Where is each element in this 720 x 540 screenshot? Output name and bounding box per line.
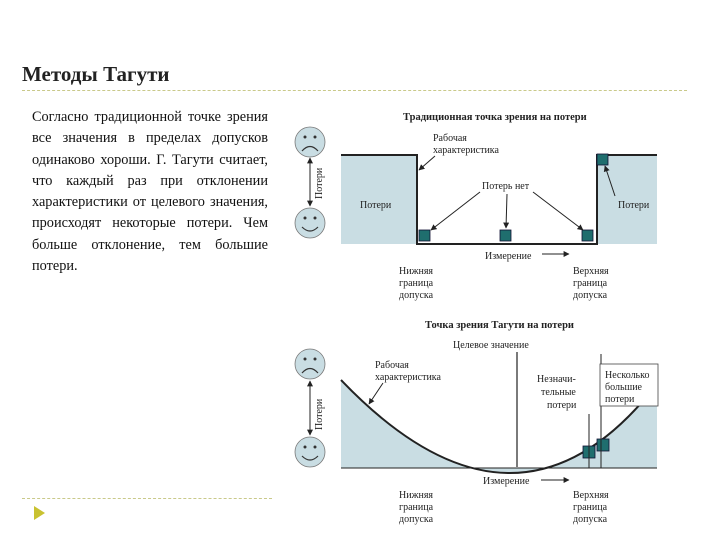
lower-limit-1: Нижняя (399, 490, 433, 501)
no-loss-label: Потерь нет (482, 181, 530, 192)
larger-loss-3: потери (605, 394, 635, 405)
bullet-triangle-icon (34, 506, 45, 520)
lower-limit-2: граница (399, 278, 434, 289)
traditional-view: Традиционная точка зрения на потери Поте… (294, 112, 657, 301)
loss-region-left (341, 155, 417, 244)
taguchi-view: Точка зрения Тагути на потери Целевое зн… (294, 320, 659, 525)
sad-face-icon (294, 348, 326, 380)
bottom-divider (22, 498, 272, 499)
happy-face-icon (294, 207, 326, 239)
larger-loss-2: большие (605, 382, 643, 393)
larger-loss-box (599, 363, 659, 407)
loss-right-label: Потери (618, 200, 650, 211)
small-loss-3: потери (547, 400, 577, 411)
lower-limit-1: Нижняя (399, 266, 433, 277)
upper-limit-1: Верхняя (573, 490, 609, 501)
marker-upper (581, 229, 594, 242)
curve-label-line1: Рабочая (433, 133, 467, 144)
sad-face-icon (294, 126, 326, 158)
marker-out (596, 153, 609, 166)
small-loss-2: тельные (541, 387, 576, 398)
title-divider (22, 90, 687, 91)
loss-axis-label: Потери (314, 167, 325, 199)
loss-diagram: Традиционная точка зрения на потери Поте… (294, 112, 659, 525)
measure-label: Измерение (483, 476, 530, 487)
loss-left-label: Потери (360, 200, 392, 211)
loss-axis-label: Потери (314, 398, 325, 430)
measure-label: Измерение (485, 251, 532, 262)
taguchi-header: Точка зрения Тагути на потери (425, 320, 574, 331)
marker-larger-loss (596, 438, 610, 452)
lower-limit-2: граница (399, 502, 434, 513)
slide-title: Методы Тагути (22, 62, 170, 86)
larger-loss-1: Несколько (605, 370, 649, 381)
small-loss-1: Незначи- (537, 374, 576, 385)
traditional-header: Традиционная точка зрения на потери (403, 112, 587, 123)
upper-limit-1: Верхняя (573, 266, 609, 277)
lower-limit-3: допуска (399, 290, 434, 301)
lower-limit-3: допуска (399, 514, 434, 525)
target-label: Целевое значение (453, 340, 529, 351)
upper-limit-2: граница (573, 278, 608, 289)
curve-label-line1: Рабочая (375, 360, 409, 371)
curve-label-line2: характеристика (433, 145, 499, 156)
upper-limit-3: допуска (573, 290, 608, 301)
loss-area (341, 380, 657, 474)
marker-center (499, 229, 512, 242)
upper-limit-2: граница (573, 502, 608, 513)
curve-label-line2: характеристика (375, 372, 441, 383)
marker-lower (418, 229, 431, 242)
taguchi-curve (340, 379, 658, 474)
upper-limit-3: допуска (573, 514, 608, 525)
happy-face-icon (294, 436, 326, 468)
body-paragraph: Согласно традиционной точке зрения все з… (32, 109, 268, 275)
